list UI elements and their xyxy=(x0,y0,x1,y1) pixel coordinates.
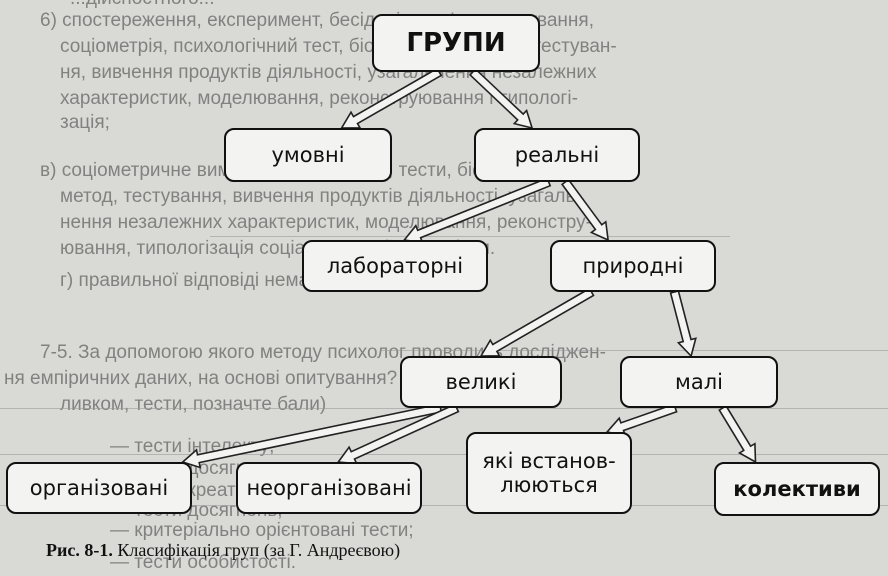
arrow-groups-to-conditional xyxy=(340,67,443,129)
arrow-real-to-laboratory xyxy=(402,177,552,244)
node-conditional: умовні xyxy=(224,128,392,182)
bg-rule xyxy=(210,236,730,237)
caption-text: Класифікація груп (за Г. Андреєвою) xyxy=(112,540,401,560)
node-groups: ГРУПИ xyxy=(372,14,540,72)
bg-line: ливком, тести, позначте бали) xyxy=(60,394,327,415)
bg-line: зація; xyxy=(60,112,110,133)
bg-rule xyxy=(380,350,888,351)
node-organized: організовані xyxy=(6,462,192,514)
figure-caption: Рис. 8-1. Класифікація груп (за Г. Андре… xyxy=(46,540,400,561)
bg-line: — тести особистості. xyxy=(110,552,297,573)
bg-line: характеристик, моделювання, реконструюва… xyxy=(60,88,578,109)
node-label: які встанов- люються xyxy=(482,449,616,497)
node-label: природні xyxy=(582,254,684,278)
arrow-small-to-emerging xyxy=(605,403,678,437)
arrow-natural-to-small xyxy=(669,290,697,358)
arrow-real-to-natural xyxy=(560,178,610,242)
bg-line: — критеріально орієнтовані тести; xyxy=(110,520,414,541)
node-emerging: які встанов- люються xyxy=(466,432,632,514)
bg-line: ...дійсностного... xyxy=(70,0,215,10)
bg-rule xyxy=(0,505,888,506)
bg-rule xyxy=(0,408,888,409)
node-label: малі xyxy=(675,370,723,394)
bg-line: метод, тестування, вивчення продуктів ді… xyxy=(60,186,582,207)
node-label: неорганізовані xyxy=(246,476,412,500)
node-label: великі xyxy=(445,370,517,394)
node-label: умовні xyxy=(271,143,345,167)
node-large: великі xyxy=(400,356,562,408)
node-real: реальні xyxy=(474,128,640,182)
node-label: колективи xyxy=(733,477,861,501)
bg-line: г) правильної відповіді немає. xyxy=(60,270,325,291)
arrow-groups-to-real xyxy=(468,67,534,130)
node-label: лабораторні xyxy=(326,254,464,278)
node-label: ГРУПИ xyxy=(406,28,506,58)
node-natural: природні xyxy=(550,240,716,292)
node-label: реальні xyxy=(514,143,600,167)
bg-rule xyxy=(0,454,888,455)
node-laboratory: лабораторні xyxy=(302,240,488,292)
node-label: організовані xyxy=(29,476,169,500)
caption-lead: Рис. 8-1. xyxy=(46,540,113,560)
node-collectives: колективи xyxy=(714,462,880,516)
arrow-natural-to-large xyxy=(479,287,595,357)
arrow-large-to-organized xyxy=(181,403,443,469)
node-small: малі xyxy=(620,356,778,408)
arrow-small-to-collectives xyxy=(718,404,757,464)
node-unorganized: неорганізовані xyxy=(236,462,422,514)
